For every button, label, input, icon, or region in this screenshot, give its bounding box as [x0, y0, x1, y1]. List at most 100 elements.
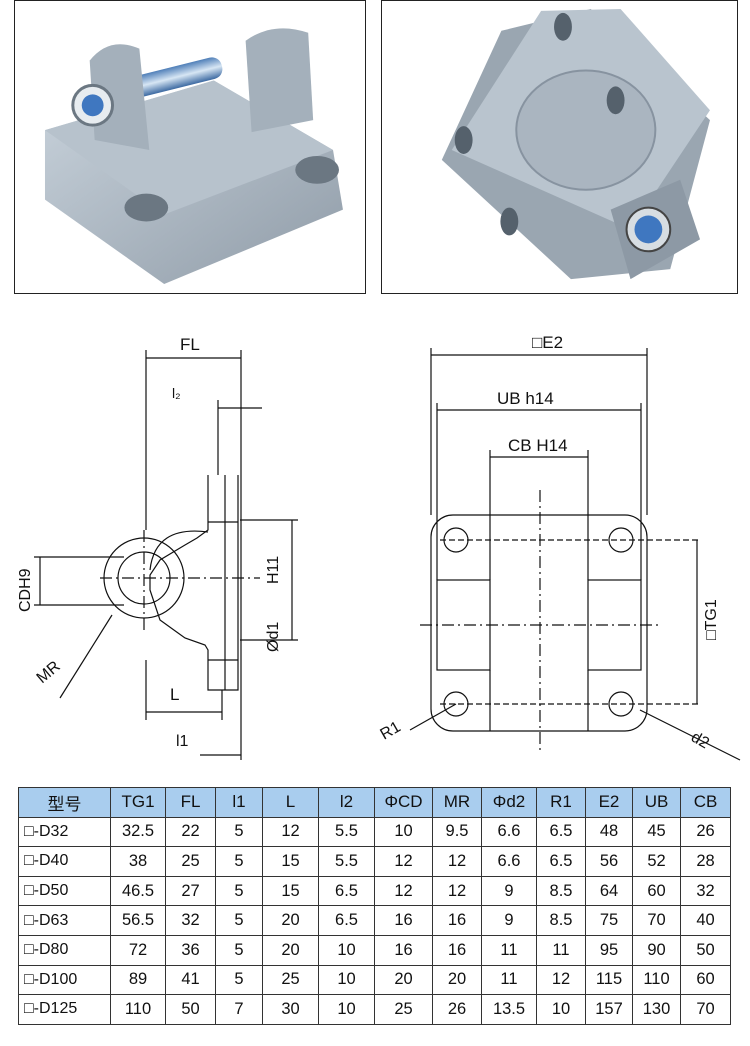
table-cell: 36 [165, 934, 216, 966]
square-flange-bracket-photo [441, 8, 710, 280]
table-cell: 5 [215, 846, 263, 877]
front-view-drawing [409, 348, 741, 761]
label-tg1: □TG1 [703, 599, 720, 640]
label-d2: d2 [688, 729, 712, 753]
table-cell: 16 [432, 905, 482, 936]
table-header: MR [432, 787, 482, 818]
table-cell: 130 [632, 994, 681, 1025]
label-cdh9: CDH9 [17, 568, 34, 612]
table-cell: 46.5 [110, 875, 166, 907]
table-cell: 6.6 [481, 846, 537, 877]
table-cell: 56.5 [110, 905, 166, 936]
label-l1: l1 [176, 733, 189, 750]
model-cell: □-D80 [18, 934, 111, 966]
table-cell: 10 [318, 994, 375, 1025]
label-r1: R1 [378, 718, 404, 743]
table-cell: 50 [680, 934, 731, 966]
table-cell: 25 [262, 964, 319, 996]
table-cell: 7 [215, 994, 263, 1025]
table-cell: 11 [481, 934, 537, 966]
product-photo-clevis [14, 0, 366, 294]
table-cell: 45 [632, 816, 681, 848]
table-cell: 9.5 [432, 816, 482, 848]
table-cell: 12 [374, 875, 433, 907]
table-cell: 26 [432, 994, 482, 1025]
table-header: l1 [215, 787, 263, 818]
label-cb: CB H14 [508, 436, 568, 455]
table-cell: 27 [165, 875, 216, 907]
table-header: 型号 [18, 787, 111, 818]
table-cell: 16 [374, 905, 433, 936]
table-cell: 32 [680, 875, 731, 907]
table-cell: 110 [110, 994, 166, 1025]
table-header: Φd2 [481, 787, 537, 818]
table-cell: 90 [632, 934, 681, 966]
table-cell: 20 [262, 905, 319, 936]
model-cell: □-D40 [18, 846, 111, 877]
table-cell: 28 [680, 846, 731, 877]
table-cell: 41 [165, 964, 216, 996]
table-cell: 22 [165, 816, 216, 848]
model-cell: □-D100 [18, 964, 111, 996]
table-cell: 157 [585, 994, 633, 1025]
pin-clevis-bracket-photo [44, 28, 343, 285]
table-header: CB [680, 787, 731, 818]
table-cell: 10 [536, 994, 586, 1025]
table-cell: 6.5 [318, 875, 375, 907]
table-cell: 12 [374, 846, 433, 877]
table-cell: 15 [262, 875, 319, 907]
table-cell: 56 [585, 846, 633, 877]
table-header: R1 [536, 787, 586, 818]
table-cell: 5 [215, 875, 263, 907]
table-cell: 6.5 [536, 816, 586, 848]
table-cell: 11 [481, 964, 537, 996]
table-cell: 60 [632, 875, 681, 907]
table-cell: 16 [374, 934, 433, 966]
table-cell: 115 [585, 964, 633, 996]
table-header-row: 型号 TG1 FL l1 L l2 ΦCD MR Φd2 R1 E2 UB CB [18, 787, 731, 818]
table-cell: 12 [536, 964, 586, 996]
table-cell: 40 [680, 905, 731, 936]
label-h11: H11 [265, 556, 282, 584]
model-cell: □-D50 [18, 875, 111, 907]
table-cell: 70 [632, 905, 681, 936]
table-cell: 5 [215, 934, 263, 966]
table-cell: 6.5 [318, 905, 375, 936]
table-header: E2 [585, 787, 633, 818]
label-l2: l₂ [172, 385, 181, 401]
table-cell: 26 [680, 816, 731, 848]
table-cell: 38 [110, 846, 166, 877]
table-cell: 6.6 [481, 816, 537, 848]
table-header: FL [165, 787, 216, 818]
label-e2: □E2 [532, 333, 563, 352]
table-header: ΦCD [374, 787, 433, 818]
table-cell: 48 [585, 816, 633, 848]
model-cell: □-D63 [18, 905, 111, 936]
table-cell: 10 [374, 816, 433, 848]
table-cell: 8.5 [536, 905, 586, 936]
table-cell: 5.5 [318, 846, 375, 877]
label-l: L [170, 685, 179, 704]
table-cell: 8.5 [536, 875, 586, 907]
technical-drawing: FL l₂ CDH9 H11 Ød1 MR L l1 [17, 333, 741, 761]
table-cell: 16 [432, 934, 482, 966]
label-mr: MR [34, 658, 64, 687]
table-cell: 12 [432, 846, 482, 877]
table-cell: 50 [165, 994, 216, 1025]
table-cell: 12 [432, 875, 482, 907]
table-cell: 6.5 [536, 846, 586, 877]
table-cell: 10 [318, 934, 375, 966]
table-cell: 32.5 [110, 816, 166, 848]
table-cell: 13.5 [481, 994, 537, 1025]
table-cell: 95 [585, 934, 633, 966]
table-header: TG1 [110, 787, 166, 818]
label-od1: Ød1 [265, 622, 282, 652]
product-photo-flange [381, 0, 738, 294]
table-cell: 20 [374, 964, 433, 996]
label-ub: UB h14 [497, 389, 554, 408]
